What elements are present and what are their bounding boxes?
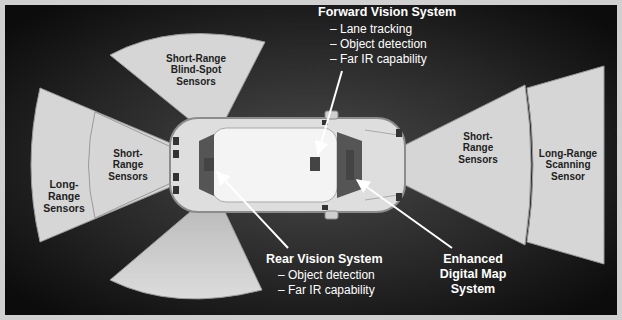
map-unit bbox=[346, 150, 354, 180]
rear-camera bbox=[204, 158, 214, 171]
sensor-label: Long-Range Sensors bbox=[37, 178, 91, 214]
sensor-label: Short-Range Sensors bbox=[102, 148, 154, 183]
sensor-zone: Short-Range Sensors bbox=[400, 80, 540, 250]
mirror bbox=[325, 111, 338, 119]
sensor bbox=[396, 129, 402, 137]
sensor-label: Short-Range Sensors bbox=[451, 131, 505, 166]
leader-line bbox=[217, 172, 288, 248]
feature-bullet: – Object detection bbox=[278, 268, 375, 282]
sensor-zone: Short-Range Blind-Spot Sensors bbox=[105, 16, 270, 124]
sensor-cone-shape bbox=[110, 34, 265, 120]
text-holder: Short-Range Sensors bbox=[451, 131, 505, 166]
sensor-zone: Long-Range Scanning Sensor bbox=[520, 60, 612, 270]
sensor bbox=[396, 193, 402, 201]
feature-bullet: – Far IR capability bbox=[330, 52, 427, 66]
sensor-label: Long-Range Scanning Sensor bbox=[535, 148, 601, 183]
system-heading: Enhanced Digital Map System bbox=[428, 252, 518, 297]
sensor-cone-shape bbox=[89, 112, 183, 218]
blind-spot-lobe bbox=[110, 212, 262, 299]
text-holder: Long-Range Sensors bbox=[37, 178, 91, 214]
leader-line bbox=[318, 71, 342, 154]
dark-ground bbox=[5, 5, 617, 315]
hood-line bbox=[365, 130, 398, 135]
text-holder: Long-Range Scanning Sensor bbox=[535, 148, 601, 183]
sensor-cone-shape bbox=[527, 66, 604, 264]
windshield bbox=[337, 132, 362, 198]
system-heading: Forward Vision System bbox=[318, 5, 456, 20]
forward-camera bbox=[310, 157, 320, 171]
sensor-label: Short-Range Blind-Spot Sensors bbox=[158, 53, 234, 88]
feature-bullet: – Object detection bbox=[330, 37, 427, 51]
system-heading: Rear Vision System bbox=[266, 252, 383, 267]
sensor bbox=[173, 186, 179, 194]
sensor-cone-shape bbox=[405, 85, 531, 245]
text-holder: Short-Range Sensors bbox=[102, 148, 154, 183]
car-cabin bbox=[212, 128, 337, 202]
sensor bbox=[173, 173, 179, 181]
mirror bbox=[325, 211, 338, 219]
feature-bullet: – Far IR capability bbox=[278, 283, 375, 297]
text-holder: Short-Range Blind-Spot Sensors bbox=[158, 53, 234, 88]
sensor bbox=[322, 205, 328, 210]
rear-window bbox=[199, 134, 214, 196]
sensor bbox=[173, 137, 179, 145]
car-body bbox=[170, 118, 405, 212]
feature-bullet: – Lane tracking bbox=[330, 22, 412, 36]
sensor bbox=[173, 150, 179, 158]
sensor-cone bbox=[400, 80, 540, 250]
